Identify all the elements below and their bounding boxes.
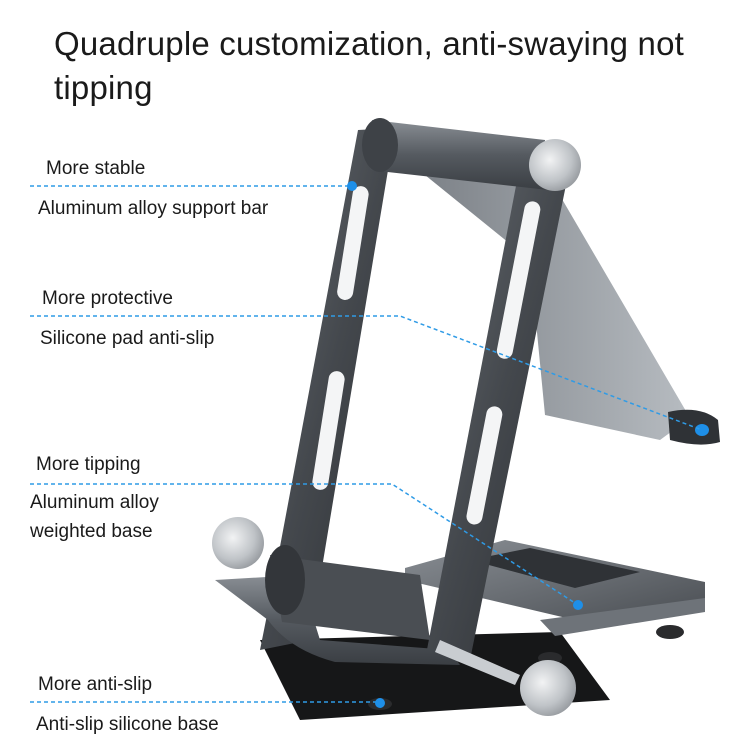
callout-detail: Aluminum alloy support bar — [38, 198, 269, 219]
right-arm-slot — [466, 406, 503, 525]
loose-disc-right — [520, 660, 576, 716]
back-panel — [425, 170, 690, 440]
phone-lip — [668, 409, 720, 445]
base-front-plate — [540, 598, 705, 636]
left-arm-slot — [312, 371, 345, 490]
callout-heading: More anti-slip — [38, 674, 153, 695]
hinge-cap-disc — [529, 139, 581, 191]
top-hinge-bar — [370, 120, 548, 190]
hinge-pin — [435, 640, 520, 685]
leader-marker — [347, 181, 357, 191]
base-cutout — [470, 548, 640, 588]
page-title: Quadruple customization, anti-swaying no… — [54, 25, 685, 106]
silicone-pad-dot — [695, 424, 709, 436]
callout-heading: More stable — [46, 158, 146, 179]
foot-dot — [656, 625, 684, 639]
callout-detail: Silicone pad anti-slip — [40, 328, 215, 349]
leader-line — [30, 483, 579, 606]
left-arm-slot — [337, 186, 369, 300]
loose-disc-left — [212, 517, 264, 569]
callout-heading: More protective — [42, 288, 173, 309]
leader-marker — [573, 600, 583, 610]
callout-detail: Aluminum alloy weighted base — [30, 492, 159, 542]
bottom-hinge-end — [265, 545, 305, 615]
hinge-end — [362, 118, 398, 172]
leader-marker — [375, 698, 385, 708]
callout-detail: Anti-slip silicone base — [36, 714, 219, 735]
callout-heading: More tipping — [36, 454, 141, 475]
right-arm-slot — [496, 201, 541, 359]
bottom-hinge — [270, 555, 430, 640]
